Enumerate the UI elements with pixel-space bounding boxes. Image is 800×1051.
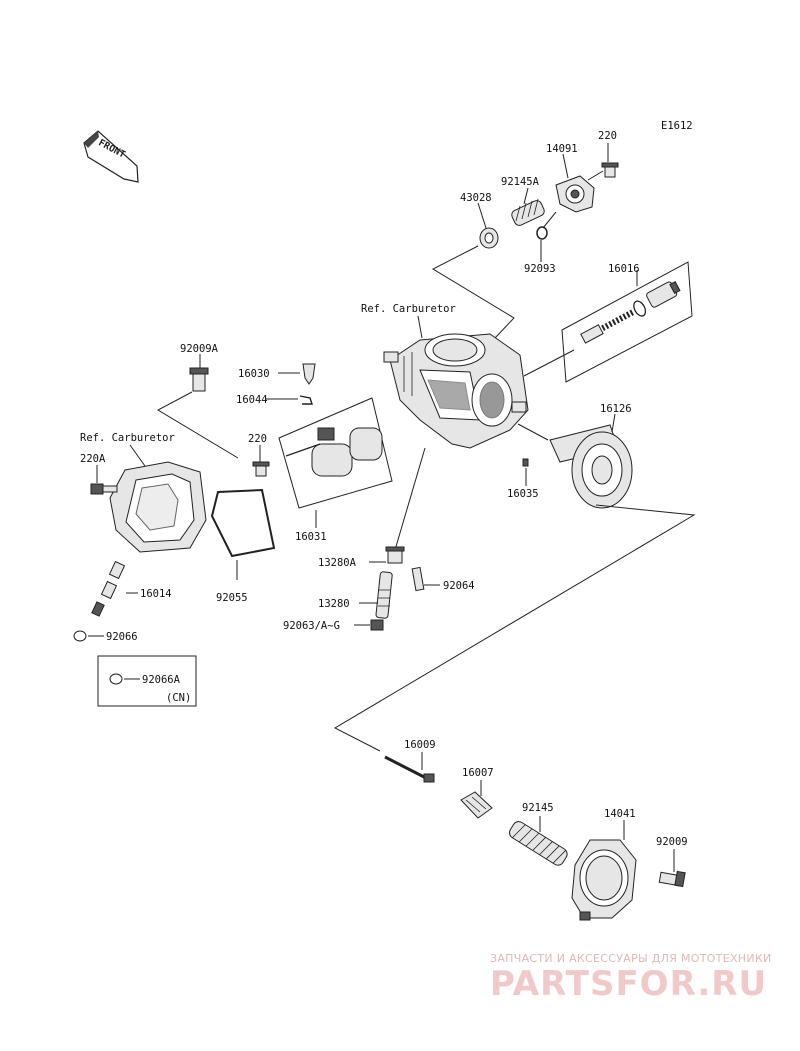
callout-220-mid: 220 <box>248 433 267 445</box>
callout-92066: 92066 <box>106 631 138 643</box>
part-14091-cover <box>555 175 595 213</box>
watermark-tagline: ЗАПЧАСТИ И АКСЕССУАРЫ ДЛЯ МОТОТЕХНИКИ <box>490 952 772 965</box>
part-220-mid-screw <box>252 461 270 477</box>
carburetor-body <box>383 333 529 449</box>
part-92064-pilot-jet <box>411 566 425 592</box>
part-92009a-screw <box>189 367 209 392</box>
float-chamber-bowl <box>109 461 207 553</box>
part-220a-screw <box>90 483 118 495</box>
part-220-top-screw <box>601 162 619 178</box>
part-16126-diaphragm <box>549 424 633 509</box>
callout-13280a: 13280A <box>318 557 357 569</box>
part-92093-oring <box>536 226 548 240</box>
part-43028-washer <box>479 227 499 249</box>
callout-16014: 16014 <box>140 588 172 600</box>
callout-cn: (CN) <box>166 692 191 704</box>
callout-43028: 43028 <box>460 192 492 204</box>
callout-92064: 92064 <box>443 580 475 592</box>
callout-16007: 16007 <box>462 767 494 779</box>
callout-220-top: 220 <box>598 130 617 142</box>
part-16009-jet-needle <box>384 755 435 783</box>
part-16014-drain-screw <box>91 560 126 617</box>
part-14041-top-cover <box>571 839 637 921</box>
cn-variant-box <box>97 655 197 707</box>
diagram-code: E1612 <box>661 120 693 132</box>
front-arrow-icon: FRONT <box>83 130 139 183</box>
part-92009-screw <box>658 870 686 888</box>
part-92055-gasket <box>210 488 276 558</box>
callout-16016: 16016 <box>608 263 640 275</box>
part-92145a-spring <box>511 198 545 226</box>
part-92063-main-jet <box>370 619 384 631</box>
part-13280a-jet-holder <box>385 546 405 564</box>
part-16007-holder <box>460 791 493 819</box>
callout-92055: 92055 <box>216 592 248 604</box>
callout-92063: 92063/A~G <box>283 620 340 632</box>
part-92145-spring <box>509 821 568 866</box>
part-92066-plug <box>73 630 87 642</box>
callout-92145a: 92145A <box>501 176 540 188</box>
callout-13280: 13280 <box>318 598 350 610</box>
part-16031-float <box>285 427 383 477</box>
part-13280-needle-jet <box>375 571 393 619</box>
callout-14041: 14041 <box>604 808 636 820</box>
callout-92145: 92145 <box>522 802 554 814</box>
ref-carburetor-top: Ref. Carburetor <box>361 303 456 315</box>
callout-92009a: 92009A <box>180 343 219 355</box>
callout-16009: 16009 <box>404 739 436 751</box>
part-16035-pin <box>522 458 529 467</box>
callout-92009: 92009 <box>656 836 688 848</box>
callout-220a: 220A <box>80 453 106 465</box>
callout-16030: 16030 <box>238 368 270 380</box>
part-92066a-plug <box>109 673 123 685</box>
callout-92093: 92093 <box>524 263 556 275</box>
watermark-brand: PARTSFOR.RU <box>490 964 767 1004</box>
part-16044-clip <box>299 395 313 405</box>
callout-14091: 14091 <box>546 143 578 155</box>
callout-16044: 16044 <box>236 394 268 406</box>
part-16016-screw-assembly <box>580 281 681 344</box>
part-16030-needle <box>302 363 316 385</box>
callout-16035: 16035 <box>507 488 539 500</box>
ref-carburetor-left: Ref. Carburetor <box>80 432 175 444</box>
callout-16126: 16126 <box>600 403 632 415</box>
callout-16031: 16031 <box>295 531 327 543</box>
callout-92066a: 92066A <box>142 674 181 686</box>
